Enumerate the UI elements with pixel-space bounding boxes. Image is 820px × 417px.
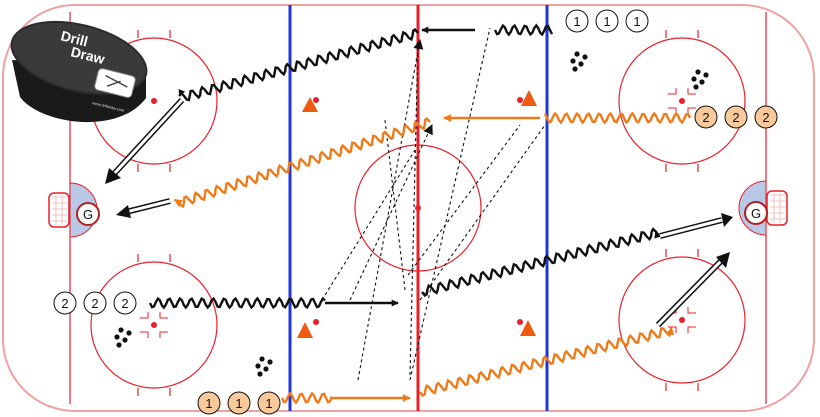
player-label: 1 [603, 14, 610, 29]
player-label: 1 [205, 396, 212, 411]
skate-path-top-orange [543, 111, 692, 125]
shot-arrow-left-center [116, 198, 171, 218]
goalie-left: G [76, 202, 100, 226]
player-group-bottom-orange: 1 1 1 [197, 391, 281, 415]
cone-bottom-right [520, 320, 536, 336]
player-label: 1 [573, 14, 580, 29]
player-label: 2 [61, 296, 68, 311]
player-label: 1 [633, 14, 640, 29]
cone-top-right [521, 90, 537, 106]
neutral-dot-top-left [313, 97, 319, 103]
rink-boards [2, 4, 815, 412]
skate-path-mid-orange [173, 117, 431, 208]
svg-text:G: G [83, 207, 93, 222]
shot-arrow-top-left [105, 97, 185, 184]
pass-lines [321, 27, 546, 381]
neutral-dot-bottom-left [313, 319, 319, 325]
puck-pile-left [114, 327, 132, 348]
cone-bottom-left [297, 322, 313, 338]
goalie-right: G [744, 201, 768, 225]
player-group-top-right-white: 1 1 1 [565, 9, 649, 33]
skate-path-bottom-orange-right [419, 326, 675, 398]
player-group-right-orange: 2 2 2 [694, 105, 778, 129]
svg-text:G: G [751, 206, 761, 221]
shot-arrow-bottom-right [655, 252, 730, 328]
puck-pile-right [691, 69, 709, 90]
faceoff-circle-bottom-left [90, 254, 218, 396]
player-label: 2 [732, 110, 739, 125]
player-label: 2 [91, 296, 98, 311]
skate-path-top-black [178, 28, 419, 102]
cone-top-left [302, 97, 318, 112]
shot-arrow-right-center [659, 213, 733, 239]
logo-line1: Drill [59, 27, 89, 49]
player-label: 2 [702, 110, 709, 125]
puck-pile-bottom [255, 356, 273, 377]
skate-path-low-black [148, 296, 326, 310]
center-dot [415, 205, 421, 211]
drill-draw-logo: Drill Draw www.drilldraw.com [10, 20, 148, 123]
center-circle [354, 144, 482, 272]
skate-path-mid-black [421, 227, 662, 298]
right-goal-net [766, 190, 788, 226]
left-goal-net [48, 192, 70, 228]
player-group-left-white: 2 2 2 [53, 291, 137, 315]
puck-pile-top-right [570, 51, 588, 72]
skate-path-bottom-orange [280, 391, 334, 405]
neutral-dot-bottom-right [517, 319, 523, 325]
player-label: 2 [762, 110, 769, 125]
neutral-dot-top-right [517, 97, 523, 103]
skate-path-low-black-right [493, 23, 554, 37]
faceoff-circle-bottom-right [618, 249, 746, 391]
player-label: 1 [265, 396, 272, 411]
player-label: 2 [121, 296, 128, 311]
faceoff-circle-top-right [618, 30, 746, 172]
player-label: 1 [235, 396, 242, 411]
